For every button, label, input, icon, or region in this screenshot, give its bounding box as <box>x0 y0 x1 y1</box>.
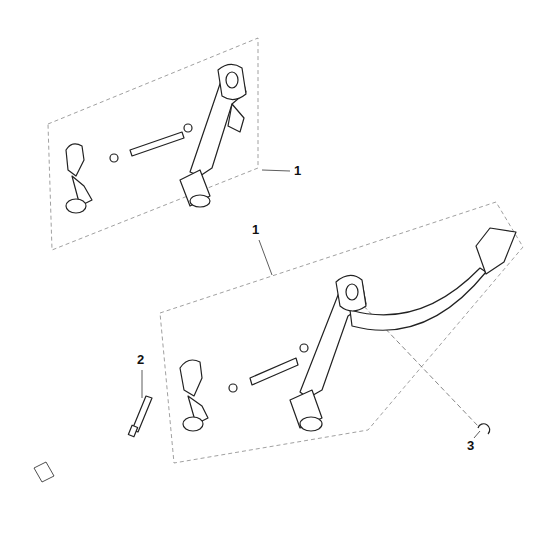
circlip <box>478 424 490 434</box>
pivot-boss <box>218 64 246 99</box>
callout-number: 3 <box>467 439 474 453</box>
ball-joint <box>183 417 203 431</box>
lever-tab <box>228 104 244 132</box>
link-rod <box>250 358 298 385</box>
leader-line <box>259 240 272 275</box>
foot-peg-end <box>190 195 210 207</box>
pedal-pad <box>476 228 516 274</box>
corner-icon <box>34 462 54 482</box>
foot-peg-end <box>300 417 322 431</box>
nut <box>300 344 308 352</box>
callout-number: 1 <box>252 223 259 237</box>
callout-number: 2 <box>137 353 144 367</box>
group-outline <box>48 38 258 250</box>
nut <box>110 154 118 162</box>
rod-end <box>180 360 202 396</box>
link-rod <box>130 132 184 156</box>
group-outline <box>160 202 523 463</box>
foot-peg <box>180 170 210 206</box>
leader-line <box>474 431 480 438</box>
callout-number: 1 <box>294 164 301 178</box>
pedal-arm <box>350 268 486 330</box>
ball-joint <box>66 199 86 213</box>
nut <box>229 384 237 392</box>
pivot-boss <box>336 275 366 311</box>
rod-end <box>66 144 84 176</box>
bolt-head <box>128 425 137 437</box>
pivot-hole <box>346 284 358 300</box>
pivot-hole <box>226 72 238 88</box>
leader-line <box>262 170 290 171</box>
nut <box>184 124 192 132</box>
leader-line <box>142 370 143 398</box>
